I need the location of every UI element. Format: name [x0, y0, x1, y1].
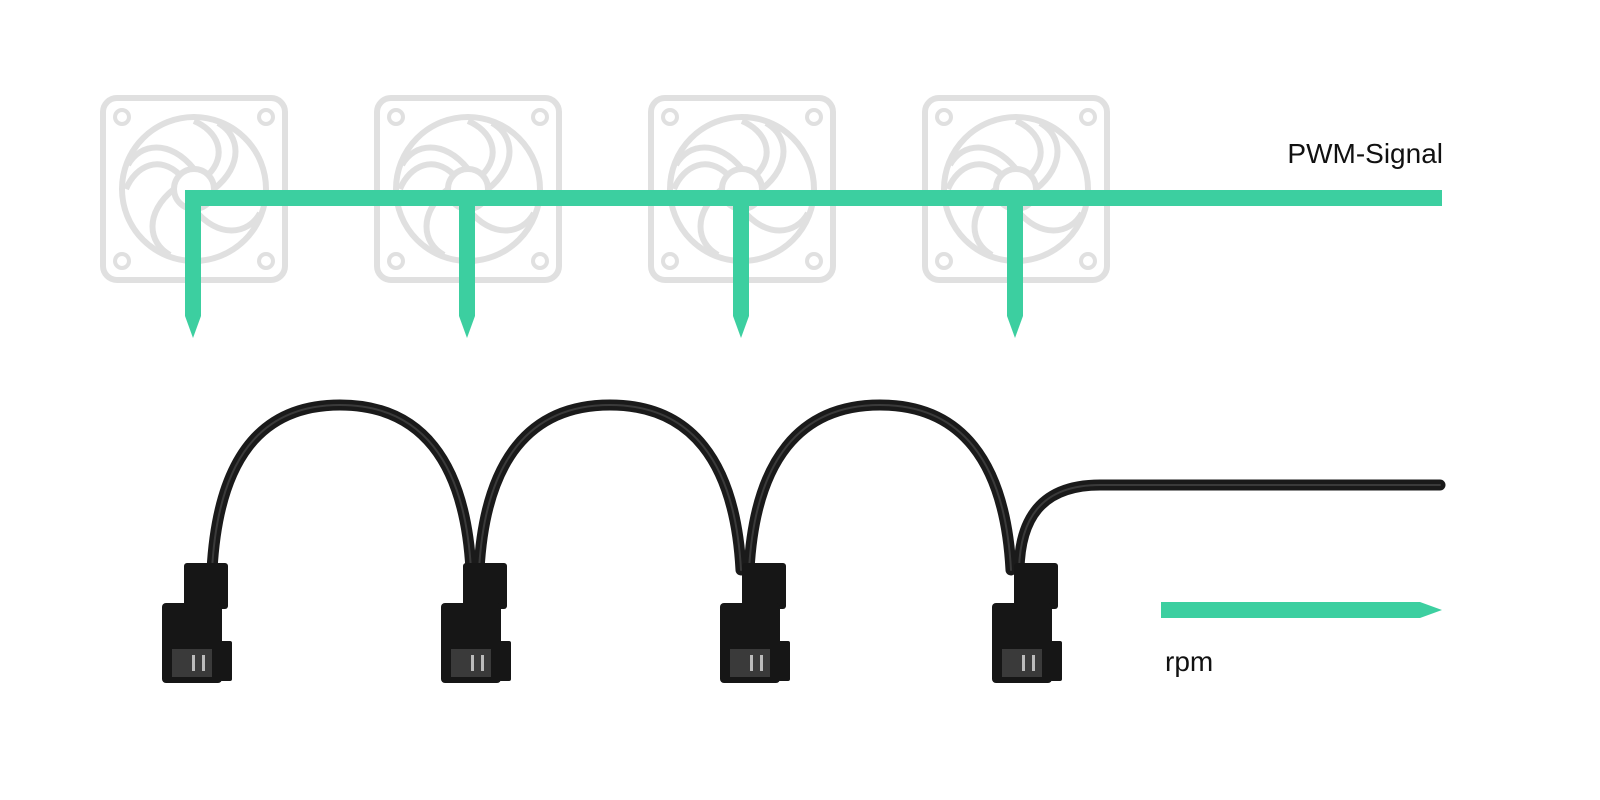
- fan-connector-icon: [162, 563, 232, 683]
- connectors: [162, 563, 1062, 683]
- splitter-cable: [206, 399, 1446, 576]
- cable-highlight: [748, 403, 1012, 571]
- cable-segment-output: [1013, 479, 1446, 576]
- pwm-drop-arrow: [459, 198, 475, 338]
- rpm-label: rpm: [1165, 646, 1214, 677]
- cable-segment-3: [743, 399, 1017, 576]
- cable-segment-1: [206, 399, 477, 576]
- fan-connector-icon: [720, 563, 790, 683]
- cable-highlight: [1018, 484, 1441, 571]
- pwm-drop-arrow: [185, 198, 201, 338]
- rpm-signal-arrow: [1161, 602, 1442, 618]
- pwm-signal-line: [185, 190, 1442, 338]
- pwm-signal-bus: [185, 190, 1442, 206]
- fan-connector-icon: [441, 563, 511, 683]
- cable-highlight: [478, 403, 742, 571]
- cable-highlight: [211, 403, 472, 571]
- fans: [103, 98, 1107, 280]
- pwm-drop-arrow: [733, 198, 749, 338]
- cable-segment-2: [473, 399, 747, 576]
- pwm-signal-label: PWM-Signal: [1287, 138, 1443, 169]
- pwm-drop-arrow: [1007, 198, 1023, 338]
- fan-connector-icon: [992, 563, 1062, 683]
